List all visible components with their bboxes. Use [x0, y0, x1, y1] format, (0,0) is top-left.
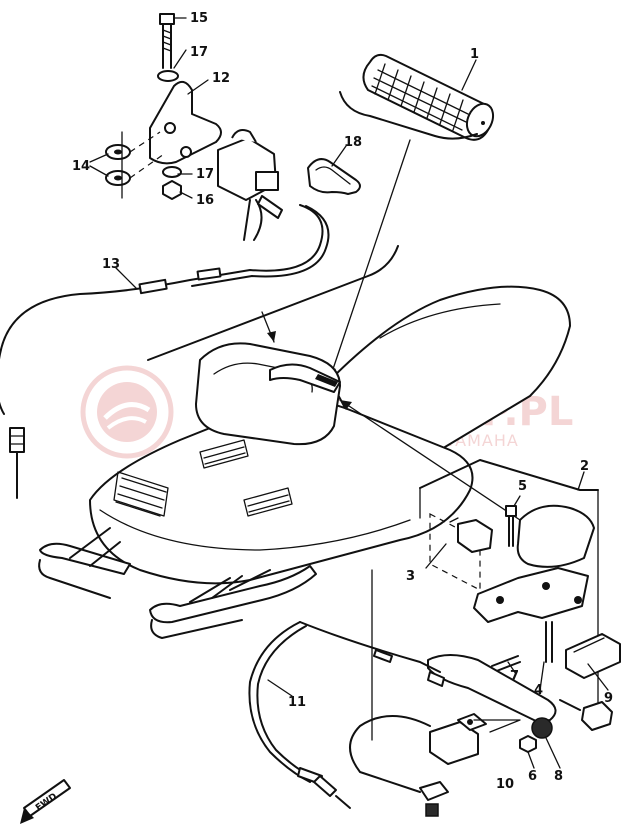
grip-leader-arrow [329, 139, 411, 379]
brake-cable-11 [248, 621, 445, 809]
upper-bracket-line [147, 245, 399, 361]
label-9: 9 [604, 691, 613, 706]
part-number-labels: 1 2 3 4 5 6 7 8 9 10 11 12 13 14 15 16 1… [72, 11, 613, 792]
lever-housing-10 [429, 713, 487, 765]
handlebar-grip [362, 53, 495, 141]
screw-7 [491, 655, 521, 673]
fwd-arrow-marker: FWD [20, 779, 71, 824]
lower-leader-lines [267, 471, 609, 769]
label-16: 16 [196, 193, 214, 208]
throttle-housing [217, 129, 283, 241]
snowmobile-body [38, 285, 571, 639]
label-15: 15 [190, 11, 208, 26]
washer-17-top [157, 70, 179, 82]
label-17-top: 17 [190, 45, 208, 60]
bolt-15 [159, 13, 175, 69]
mount-bracket-12 [149, 80, 222, 165]
label-6: 6 [528, 769, 537, 784]
label-14: 14 [72, 159, 90, 174]
nut-6 [519, 735, 537, 753]
switch-cover [516, 504, 595, 568]
label-7: 7 [510, 669, 519, 684]
label-4: 4 [534, 683, 543, 698]
upper-leader-lines [89, 17, 477, 289]
label-5: 5 [518, 479, 527, 494]
connector-9 [559, 699, 613, 731]
label-13: 13 [102, 257, 120, 272]
switch-9 [565, 633, 621, 679]
label-12: 12 [212, 71, 230, 86]
wire-clip [307, 158, 361, 195]
washers-14 [105, 131, 165, 199]
screw-5 [505, 505, 517, 547]
label-10: 10 [496, 777, 514, 792]
lever-bracket [473, 567, 589, 663]
grip-bracket [339, 91, 478, 140]
label-1: 1 [470, 47, 479, 62]
label-11: 11 [288, 695, 306, 710]
lower-wiring [349, 715, 449, 817]
watermark-logo-icon [80, 365, 174, 459]
label-3: 3 [406, 569, 415, 584]
lower-group-frame [339, 399, 599, 741]
label-2: 2 [580, 459, 589, 474]
label-8: 8 [554, 769, 563, 784]
label-17-bottom: 17 [196, 167, 214, 182]
brake-lever [427, 654, 557, 739]
nut-16 [162, 180, 182, 200]
switch-3 [429, 513, 493, 591]
throttle-cable-13 [0, 204, 330, 499]
label-18: 18 [344, 135, 362, 150]
washer-17-bottom [162, 166, 182, 178]
